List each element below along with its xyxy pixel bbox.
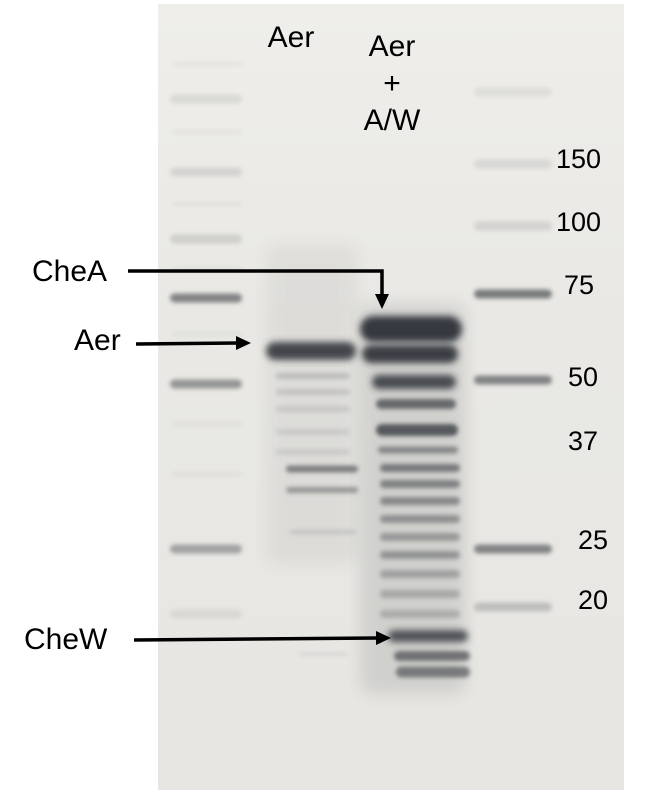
arrow-chew [133, 636, 379, 642]
arrow-chew-head [376, 631, 391, 645]
aer-minor-band [276, 449, 350, 455]
arrow-chea [128, 269, 384, 296]
mw-marker-150: 150 [556, 144, 602, 174]
aer-main-band [266, 342, 356, 360]
mw-marker-20: 20 [578, 585, 609, 615]
ladder-band [474, 87, 552, 97]
lane-header-line: Aer [267, 21, 315, 54]
aw-band [380, 480, 460, 488]
ladder-band-faint [172, 422, 242, 426]
ladder-band-faint [172, 202, 242, 206]
mw-marker-37: 37 [568, 426, 599, 456]
ladder-band [170, 609, 242, 619]
aer-minor-band [276, 406, 350, 412]
mw-marker-75: 75 [564, 270, 595, 300]
lane-header-line: Aer [368, 30, 416, 63]
lane-smear-aer [266, 244, 358, 564]
ladder-band [170, 544, 242, 554]
arrow-aer [135, 341, 239, 346]
gel-photo [158, 4, 624, 790]
aer-minor-band [286, 465, 358, 473]
ladder-band [170, 379, 242, 389]
aer-minor-band [290, 530, 356, 534]
aer-minor-band [276, 429, 350, 435]
aw-band [380, 515, 460, 523]
aer-minor-band [276, 389, 350, 395]
mw-marker-50: 50 [568, 362, 599, 392]
aw-band [380, 570, 460, 578]
aw-band [378, 446, 458, 454]
ladder-band [474, 544, 552, 554]
ladder-band [474, 375, 552, 385]
chea-band [360, 316, 462, 342]
ladder-band-faint [172, 472, 242, 476]
aw-band [380, 533, 460, 541]
aer-minor-band [286, 487, 358, 493]
aer-band-mix [362, 345, 458, 363]
aw-band [394, 651, 470, 661]
gel-bands-layer [170, 62, 552, 694]
aw-band [380, 590, 460, 598]
lane-header-aer: Aer [258, 22, 324, 54]
aer-minor-band [298, 652, 348, 656]
aw-band [396, 666, 470, 678]
aw-band [372, 375, 456, 389]
ladder-band [474, 289, 552, 299]
lane-header-line: + [383, 67, 401, 100]
ladder-band [170, 167, 242, 177]
lane-header-aer-aw: Aer + A/W [352, 28, 432, 139]
ladder-band [474, 602, 552, 612]
arrow-aer-head [236, 336, 251, 350]
annotation-aer: Aer [74, 324, 121, 357]
ladder-band [170, 94, 242, 104]
annotation-chew: CheW [24, 623, 108, 656]
ladder-band-faint [172, 332, 242, 336]
aw-band [380, 610, 460, 618]
aw-band [376, 424, 458, 436]
aw-band [380, 551, 460, 559]
annotation-chea: CheA [32, 255, 108, 288]
aw-band [380, 464, 460, 472]
arrow-chea-head [375, 294, 389, 309]
ladder-band [474, 159, 552, 169]
lane-header-line: A/W [363, 104, 421, 137]
ladder-band-faint [172, 62, 242, 66]
ladder-band [474, 221, 552, 231]
aw-band [380, 497, 460, 505]
ladder-band [170, 234, 242, 244]
aw-band [376, 399, 456, 409]
ladder-band-faint [172, 130, 242, 134]
aer-minor-band [276, 373, 350, 379]
mw-marker-100: 100 [556, 207, 602, 237]
chew-band [388, 630, 468, 642]
ladder-band [170, 293, 242, 303]
mw-marker-25: 25 [578, 525, 609, 555]
